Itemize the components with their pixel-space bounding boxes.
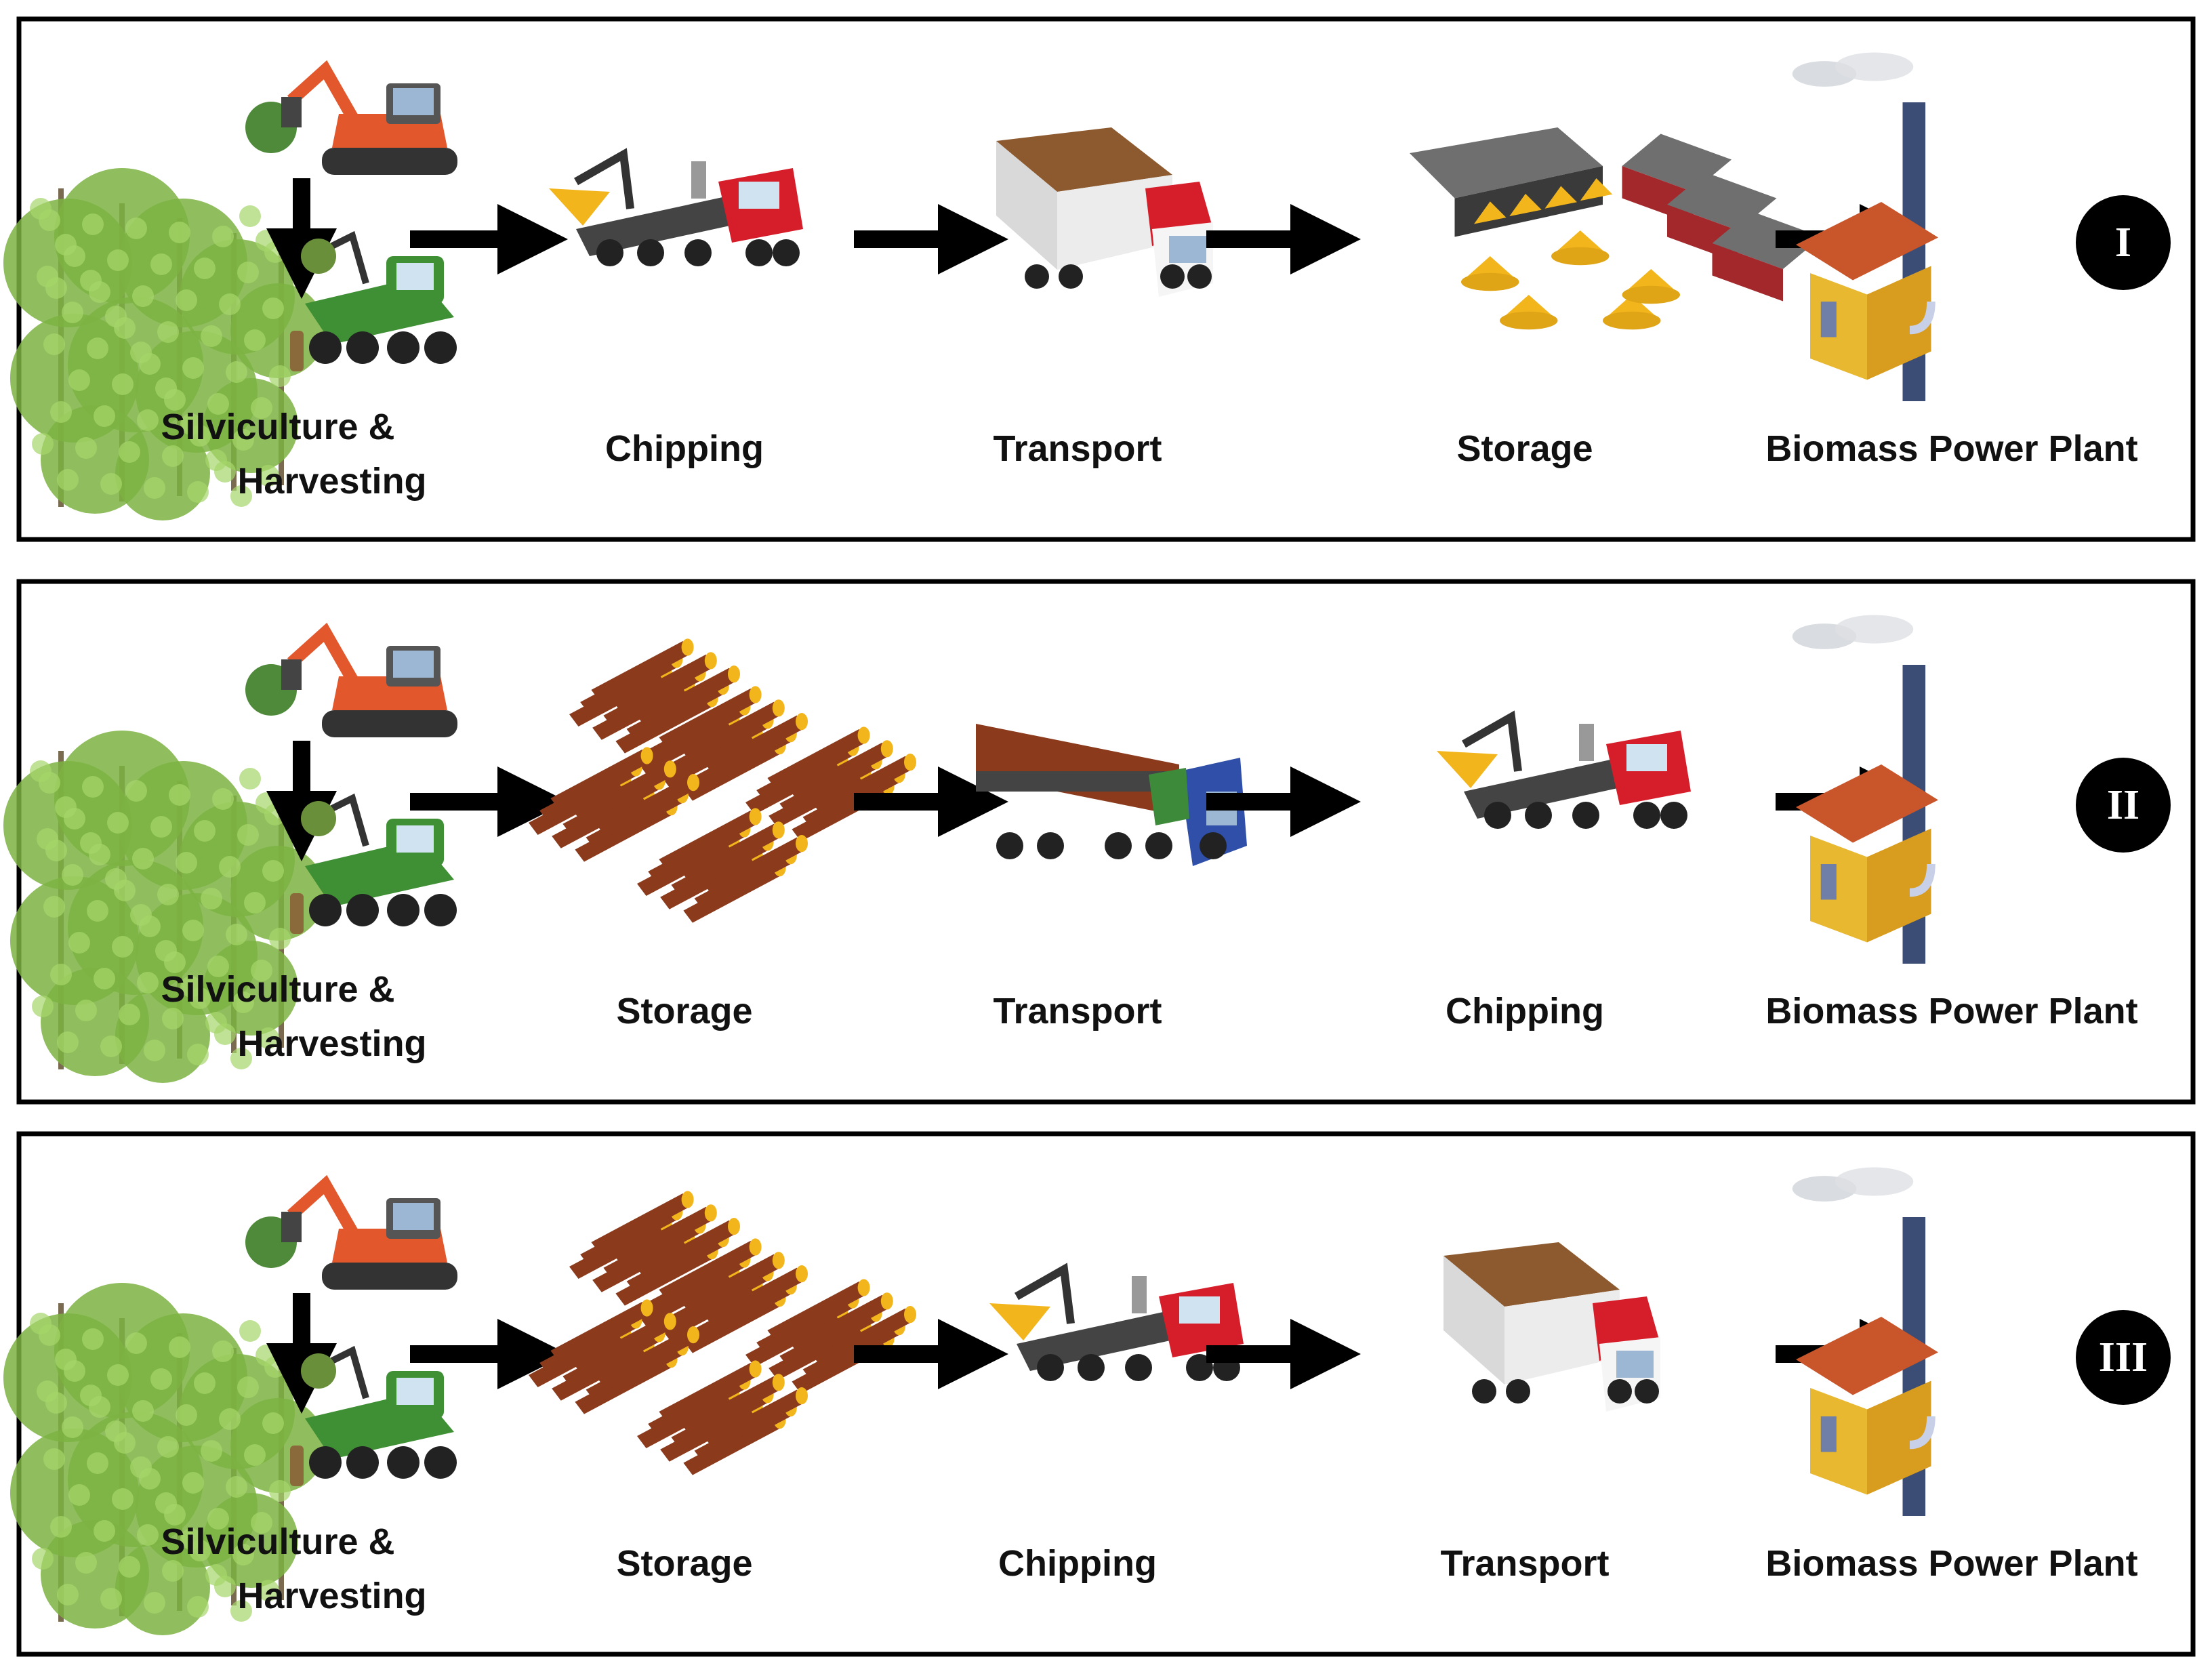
scenario-badge: III	[2076, 1310, 2171, 1405]
log-pile-icon	[637, 808, 808, 923]
log-pile-icon	[529, 1299, 699, 1414]
scenario-badge: I	[2076, 195, 2171, 290]
excavator-icon	[245, 1174, 457, 1290]
harvest-label-line-1: Silviculture &	[161, 407, 394, 447]
stage-label: Transport	[993, 991, 1162, 1031]
excavator-icon	[245, 622, 457, 737]
log-pile-icon	[745, 1279, 916, 1394]
stage-label: Biomass Power Plant	[1765, 1543, 2137, 1584]
log-pile-icon	[637, 1360, 808, 1475]
log-piles-icon	[529, 1191, 916, 1475]
stage-label: Transport	[1440, 1543, 1609, 1584]
log-piles-icon	[529, 638, 916, 923]
forest-icon	[3, 1283, 325, 1635]
excavator-icon	[245, 60, 457, 175]
stage-label: Storage	[1456, 428, 1593, 469]
pipeline-panel: Silviculture & Harvesting Storage Chipping T…	[3, 1131, 2196, 1657]
harvest-label-line-1: Silviculture &	[161, 969, 394, 1010]
power-plant-icon	[1792, 615, 1938, 964]
harvester-icon	[290, 1345, 457, 1486]
pipeline-panel: Silviculture & Harvesting Storage Transport…	[3, 579, 2196, 1105]
log-pile-icon	[637, 1238, 808, 1353]
chip-truck-icon	[1443, 1242, 1660, 1412]
log-pile-icon	[637, 686, 808, 801]
log-truck-icon	[976, 724, 1247, 866]
chip-truck-icon	[996, 127, 1213, 297]
scenario-numeral: II	[2107, 782, 2139, 828]
chipper-truck-icon	[549, 148, 803, 266]
log-pile-icon	[569, 1191, 740, 1306]
stage-label: Transport	[993, 428, 1162, 469]
power-plant-icon	[1792, 52, 1938, 401]
scenario-numeral: III	[2099, 1334, 2148, 1380]
scenario-badge: II	[2076, 758, 2171, 853]
harvest-label-line-1: Silviculture &	[161, 1521, 394, 1562]
log-pile-icon	[529, 747, 699, 862]
stage-label: Storage	[616, 991, 752, 1031]
stage-label: Chipping	[998, 1543, 1157, 1584]
stage-label: Biomass Power Plant	[1765, 991, 2137, 1031]
scenario-numeral: I	[2115, 220, 2131, 266]
harvester-icon	[290, 230, 457, 371]
harvest-label-line-2: Harvesting	[237, 461, 426, 501]
harvest-label-line-2: Harvesting	[237, 1023, 426, 1064]
stage-label: Chipping	[1446, 991, 1604, 1031]
stage-label: Biomass Power Plant	[1765, 428, 2137, 469]
harvester-icon	[290, 793, 457, 934]
pipeline-panel: Silviculture & Harvesting Chipping Transpor…	[3, 16, 2196, 542]
harvest-label-line-2: Harvesting	[237, 1576, 426, 1616]
forest-icon	[3, 731, 325, 1083]
stage-label: Chipping	[605, 428, 764, 469]
chipper-truck-icon	[1437, 710, 1691, 829]
storage-sheds-icon	[1410, 127, 1822, 330]
chipper-truck-icon	[989, 1263, 1244, 1381]
power-plant-icon	[1792, 1167, 1938, 1516]
stage-label: Storage	[616, 1543, 752, 1584]
forest-icon	[3, 168, 325, 520]
log-pile-icon	[569, 638, 740, 754]
